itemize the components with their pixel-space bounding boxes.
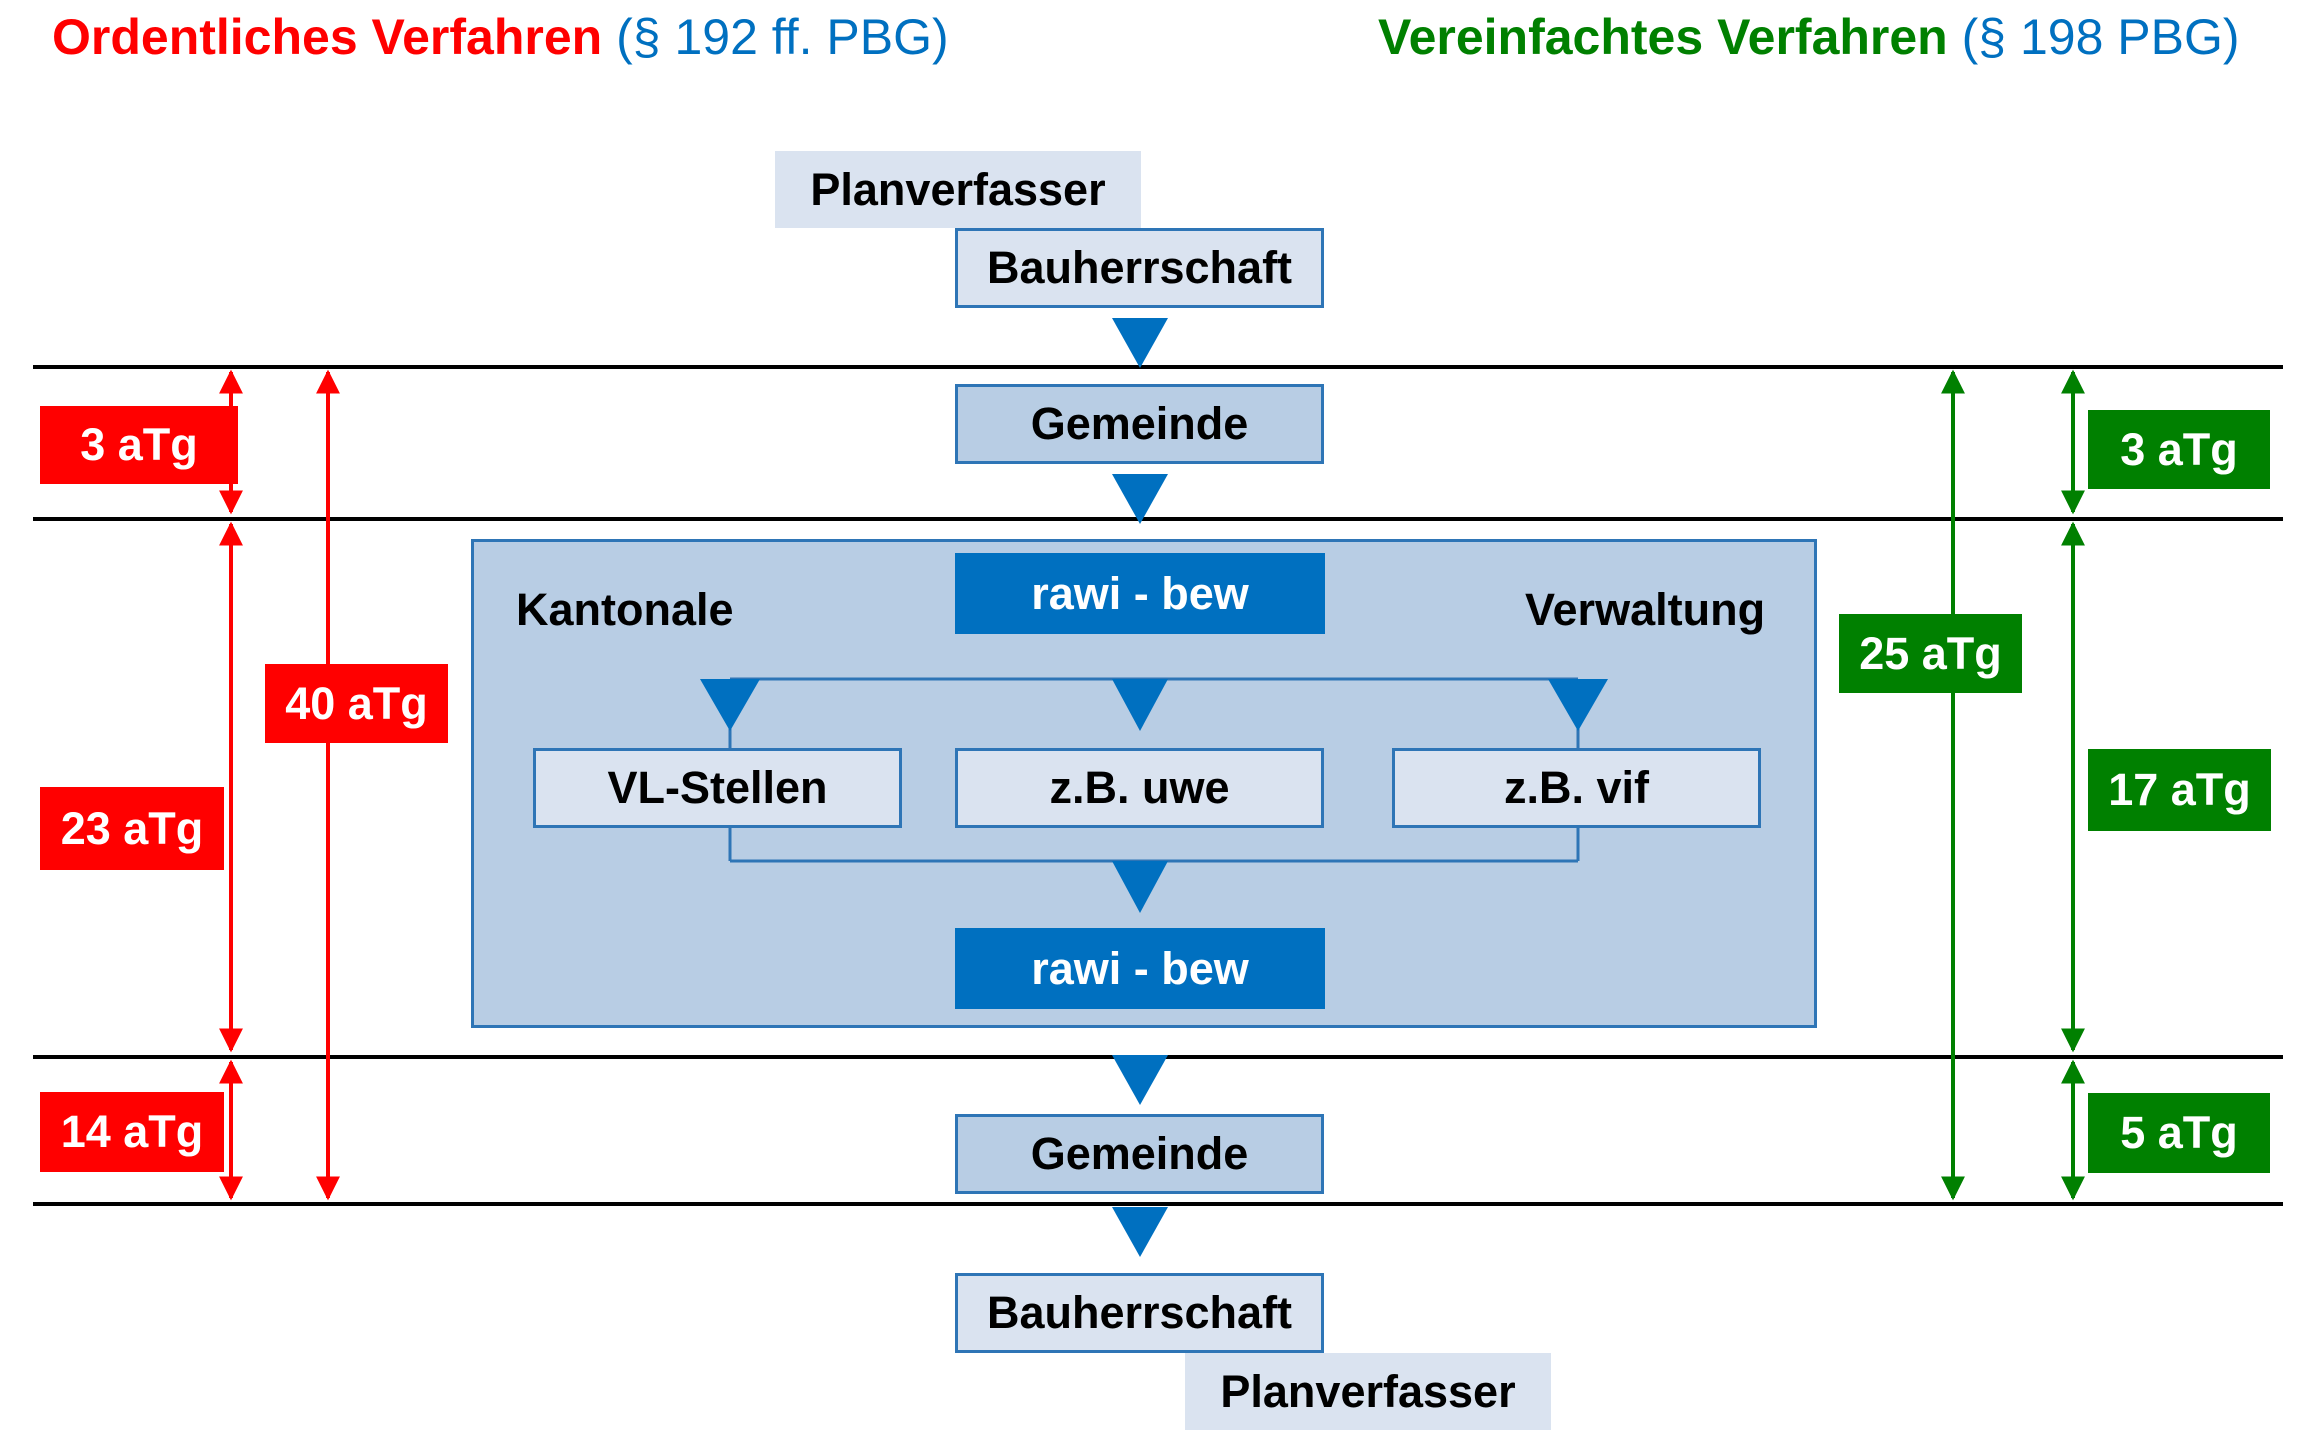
simplified-total-duration: 25 aTg — [1839, 614, 2022, 693]
gemeinde-bottom: Gemeinde — [955, 1114, 1324, 1194]
merge-arrow — [1112, 861, 1168, 913]
flow-arrow-2 — [1112, 474, 1168, 524]
flow-arrow-1 — [1112, 318, 1168, 368]
ordinary-procedure-name: Ordentliches Verfahren — [52, 9, 603, 65]
branch-arrow-right — [1548, 679, 1608, 731]
ordinary-procedure-title: Ordentliches Verfahren (§ 192 ff. PBG) — [52, 8, 949, 66]
ordinary-procedure-ref: (§ 192 ff. PBG) — [616, 9, 949, 65]
bauherrschaft-top: Bauherrschaft — [955, 228, 1324, 308]
ordinary-phase2-duration: 23 aTg — [40, 787, 224, 870]
ordinary-phase1-duration: 3 aTg — [40, 406, 238, 484]
simplified-phase1-duration: 3 aTg — [2088, 410, 2270, 489]
ordinary-phase3-duration: 14 aTg — [40, 1092, 224, 1172]
canton-label-left: Kantonale — [516, 584, 734, 635]
gemeinde-top: Gemeinde — [955, 384, 1324, 464]
simplified-procedure-title: Vereinfachtes Verfahren (§ 198 PBG) — [1378, 8, 2240, 66]
simplified-procedure-ref: (§ 198 PBG) — [1961, 9, 2240, 65]
ordinary-total-duration: 40 aTg — [265, 664, 448, 743]
flow-arrow-4 — [1112, 1207, 1168, 1257]
bauherrschaft-bottom: Bauherrschaft — [955, 1273, 1324, 1353]
office-uwe: z.B. uwe — [955, 748, 1324, 828]
planverfasser-top: Planverfasser — [775, 151, 1141, 228]
office-vl-stellen: VL-Stellen — [533, 748, 902, 828]
rawi-bew-top: rawi - bew — [955, 553, 1325, 634]
simplified-phase2-duration: 17 aTg — [2088, 749, 2271, 831]
simplified-procedure-name: Vereinfachtes Verfahren — [1378, 9, 1948, 65]
divider-line-2 — [33, 517, 2283, 521]
branch-arrow-left — [700, 679, 760, 731]
flow-arrow-3 — [1112, 1055, 1168, 1105]
branch-arrow-middle — [1112, 679, 1168, 731]
rawi-bew-bottom: rawi - bew — [955, 928, 1325, 1009]
canton-label-right: Verwaltung — [1525, 584, 1766, 635]
simplified-phase3-duration: 5 aTg — [2088, 1093, 2270, 1173]
office-vif: z.B. vif — [1392, 748, 1761, 828]
divider-line-1 — [33, 365, 2283, 369]
divider-line-4 — [33, 1202, 2283, 1206]
